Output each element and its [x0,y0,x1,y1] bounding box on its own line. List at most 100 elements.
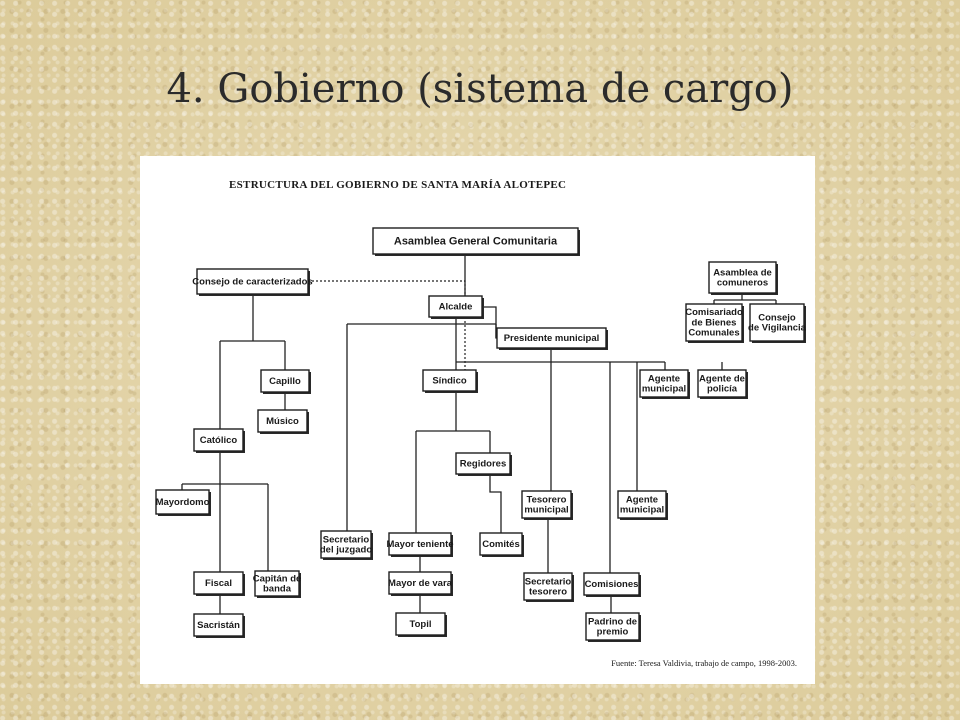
node-box [257,409,308,433]
node-label: Presidente municipal [504,333,600,344]
node-label: Sacristán [197,620,240,631]
node-label: municipal [620,505,664,516]
node-box [422,369,477,392]
node-box [428,295,483,318]
org-node-fiscal: Fiscal [193,571,245,596]
org-node-asamblea-general: Asamblea General Comunitaria [372,227,580,256]
node-box [193,571,244,595]
org-node-comites: Comités [479,532,524,557]
node-box [260,369,310,393]
node-label: municipal [642,384,686,395]
node-label: Comités [482,539,519,550]
slide-title: 4. Gobierno (sistema de cargo) [166,66,794,112]
node-box [585,612,640,641]
node-box [479,532,523,556]
node-label: Tesorero [527,494,567,505]
node-label: Fiscal [205,578,232,589]
node-box [388,532,452,556]
node-label: Alcalde [439,301,473,312]
node-label: Regidores [460,458,506,469]
chart-heading: ESTRUCTURA DEL GOBIERNO DE SANTA MARÍA A… [229,179,566,191]
node-label: Mayor de vara [388,578,453,589]
node-label: Asamblea de [713,267,772,278]
node-label: Consejo de caracterizados [192,276,312,287]
node-box [254,570,300,597]
node-label: municipal [524,505,568,516]
node-label: de Bienes [692,317,737,328]
node-box [639,369,689,398]
node-box [496,327,607,349]
node-box [685,303,743,342]
node-label: Capitán de [253,573,302,584]
node-box [617,490,667,519]
org-node-mayor-vara: Mayor de vara [388,571,453,596]
node-label: policía [707,384,738,395]
node-box [708,261,777,294]
node-label: Mayordomo [156,497,210,508]
node-box [196,268,309,295]
org-node-alcalde: Alcalde [428,295,484,319]
node-box [749,303,805,342]
node-box [697,369,747,398]
dashed-connector [308,280,466,296]
node-label: Agente de [699,373,745,384]
chart-source-note: Fuente: Teresa Valdivia, trabajo de camp… [611,658,797,668]
node-label: Músico [266,416,299,427]
node-box [193,613,244,637]
org-node-mayor-teniente: Mayor teniente [386,532,454,557]
node-label: Padrino de [588,616,637,627]
node-label: Secretario [323,534,370,545]
node-label: de Vigilancia [748,323,807,334]
node-box [455,452,511,475]
org-node-consejo-caracterizados: Consejo de caracterizados [192,268,313,296]
node-label: Consejo [758,312,796,323]
org-chart: ESTRUCTURA DEL GOBIERNO DE SANTA MARÍA A… [155,179,807,668]
node-box [395,612,446,636]
node-box [155,489,210,515]
node-box [388,571,452,595]
org-node-presidente: Presidente municipal [496,327,608,350]
node-box [320,530,372,559]
node-label: Secretario [525,576,572,587]
node-box [583,572,640,596]
node-box [521,490,572,519]
node-label: Agente [626,494,658,505]
org-node-topil: Topil [395,612,447,637]
node-box [523,572,573,601]
node-label: del juzgado [320,545,372,556]
node-label: Comunales [688,328,739,339]
org-node-musico: Músico [257,409,309,434]
node-label: Capillo [269,376,301,387]
node-box [193,428,244,452]
node-label: comuneros [717,278,768,289]
node-box [372,227,579,255]
node-label: Asamblea General Comunitaria [394,235,558,247]
connector [489,474,502,533]
node-label: Católico [200,435,238,446]
node-label: Síndico [432,375,467,386]
org-node-capillo: Capillo [260,369,311,394]
org-node-catolico: Católico [193,428,245,453]
org-node-comisiones: Comisiones [583,572,641,597]
org-node-sindico: Síndico [422,369,478,393]
node-label: banda [263,584,292,595]
node-label: tesorero [529,587,567,598]
node-label: premio [597,627,629,638]
connector-lines [181,254,777,614]
org-node-mayordomo: Mayordomo [155,489,211,516]
node-label: Comisiones [585,579,639,590]
node-label: Agente [648,373,680,384]
node-label: Comisariado [685,307,743,318]
node-label: Mayor teniente [386,539,453,550]
connector [482,306,497,338]
